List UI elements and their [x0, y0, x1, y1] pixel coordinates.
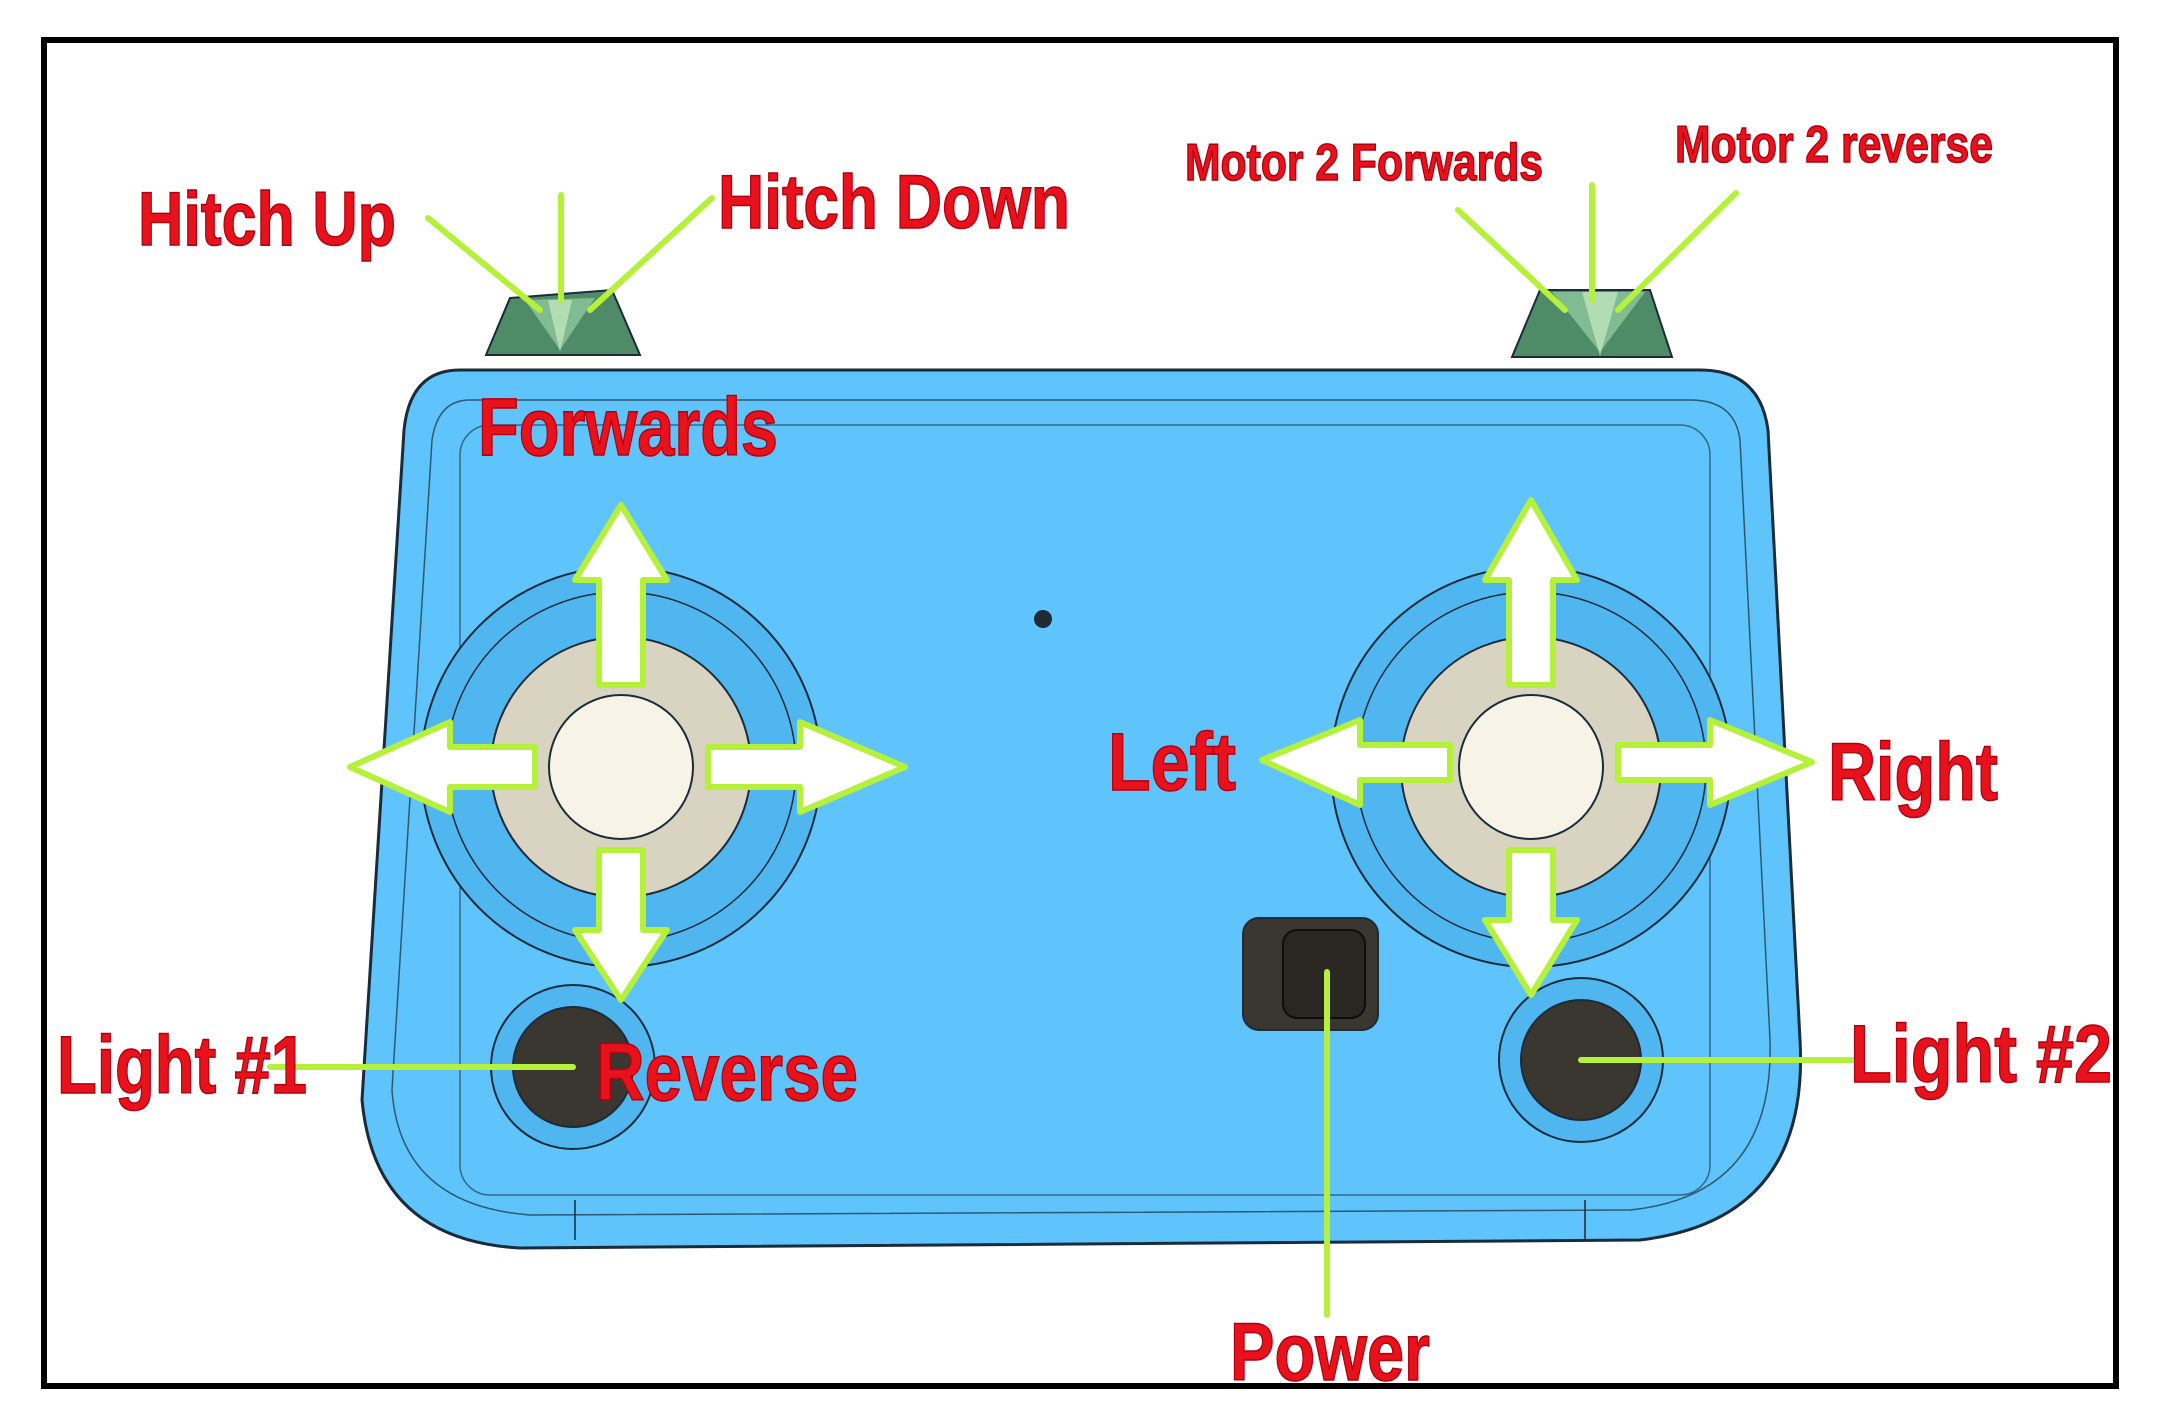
arrow-icon [347, 502, 908, 1003]
right-stick-cap[interactable] [1458, 694, 1604, 840]
right-joystick[interactable] [1330, 566, 1732, 968]
label-motor2-forwards: Motor 2 Forwards [1185, 134, 1543, 192]
arrow-icon [1259, 497, 1815, 998]
label-hitch-down: Hitch Down [718, 160, 1070, 245]
label-power: Power [1230, 1307, 1430, 1398]
label-motor2-reverse: Motor 2 reverse [1675, 116, 1993, 174]
label-hitch-up: Hitch Up [138, 177, 396, 262]
left-thumbwheel [484, 288, 642, 356]
label-reverse: Reverse [596, 1027, 858, 1118]
label-forwards: Forwards [478, 382, 778, 473]
power-switch[interactable] [1242, 917, 1379, 1031]
left-joystick[interactable] [420, 566, 822, 968]
pointer-lines [267, 182, 1865, 1318]
label-right: Right [1828, 727, 1998, 818]
label-left: Left [1108, 717, 1236, 808]
left-stick-cap[interactable] [548, 694, 694, 840]
label-light-2: Light #2 [1850, 1009, 2112, 1100]
label-light-1: Light #1 [57, 1020, 307, 1111]
indicator-led [1034, 610, 1052, 628]
